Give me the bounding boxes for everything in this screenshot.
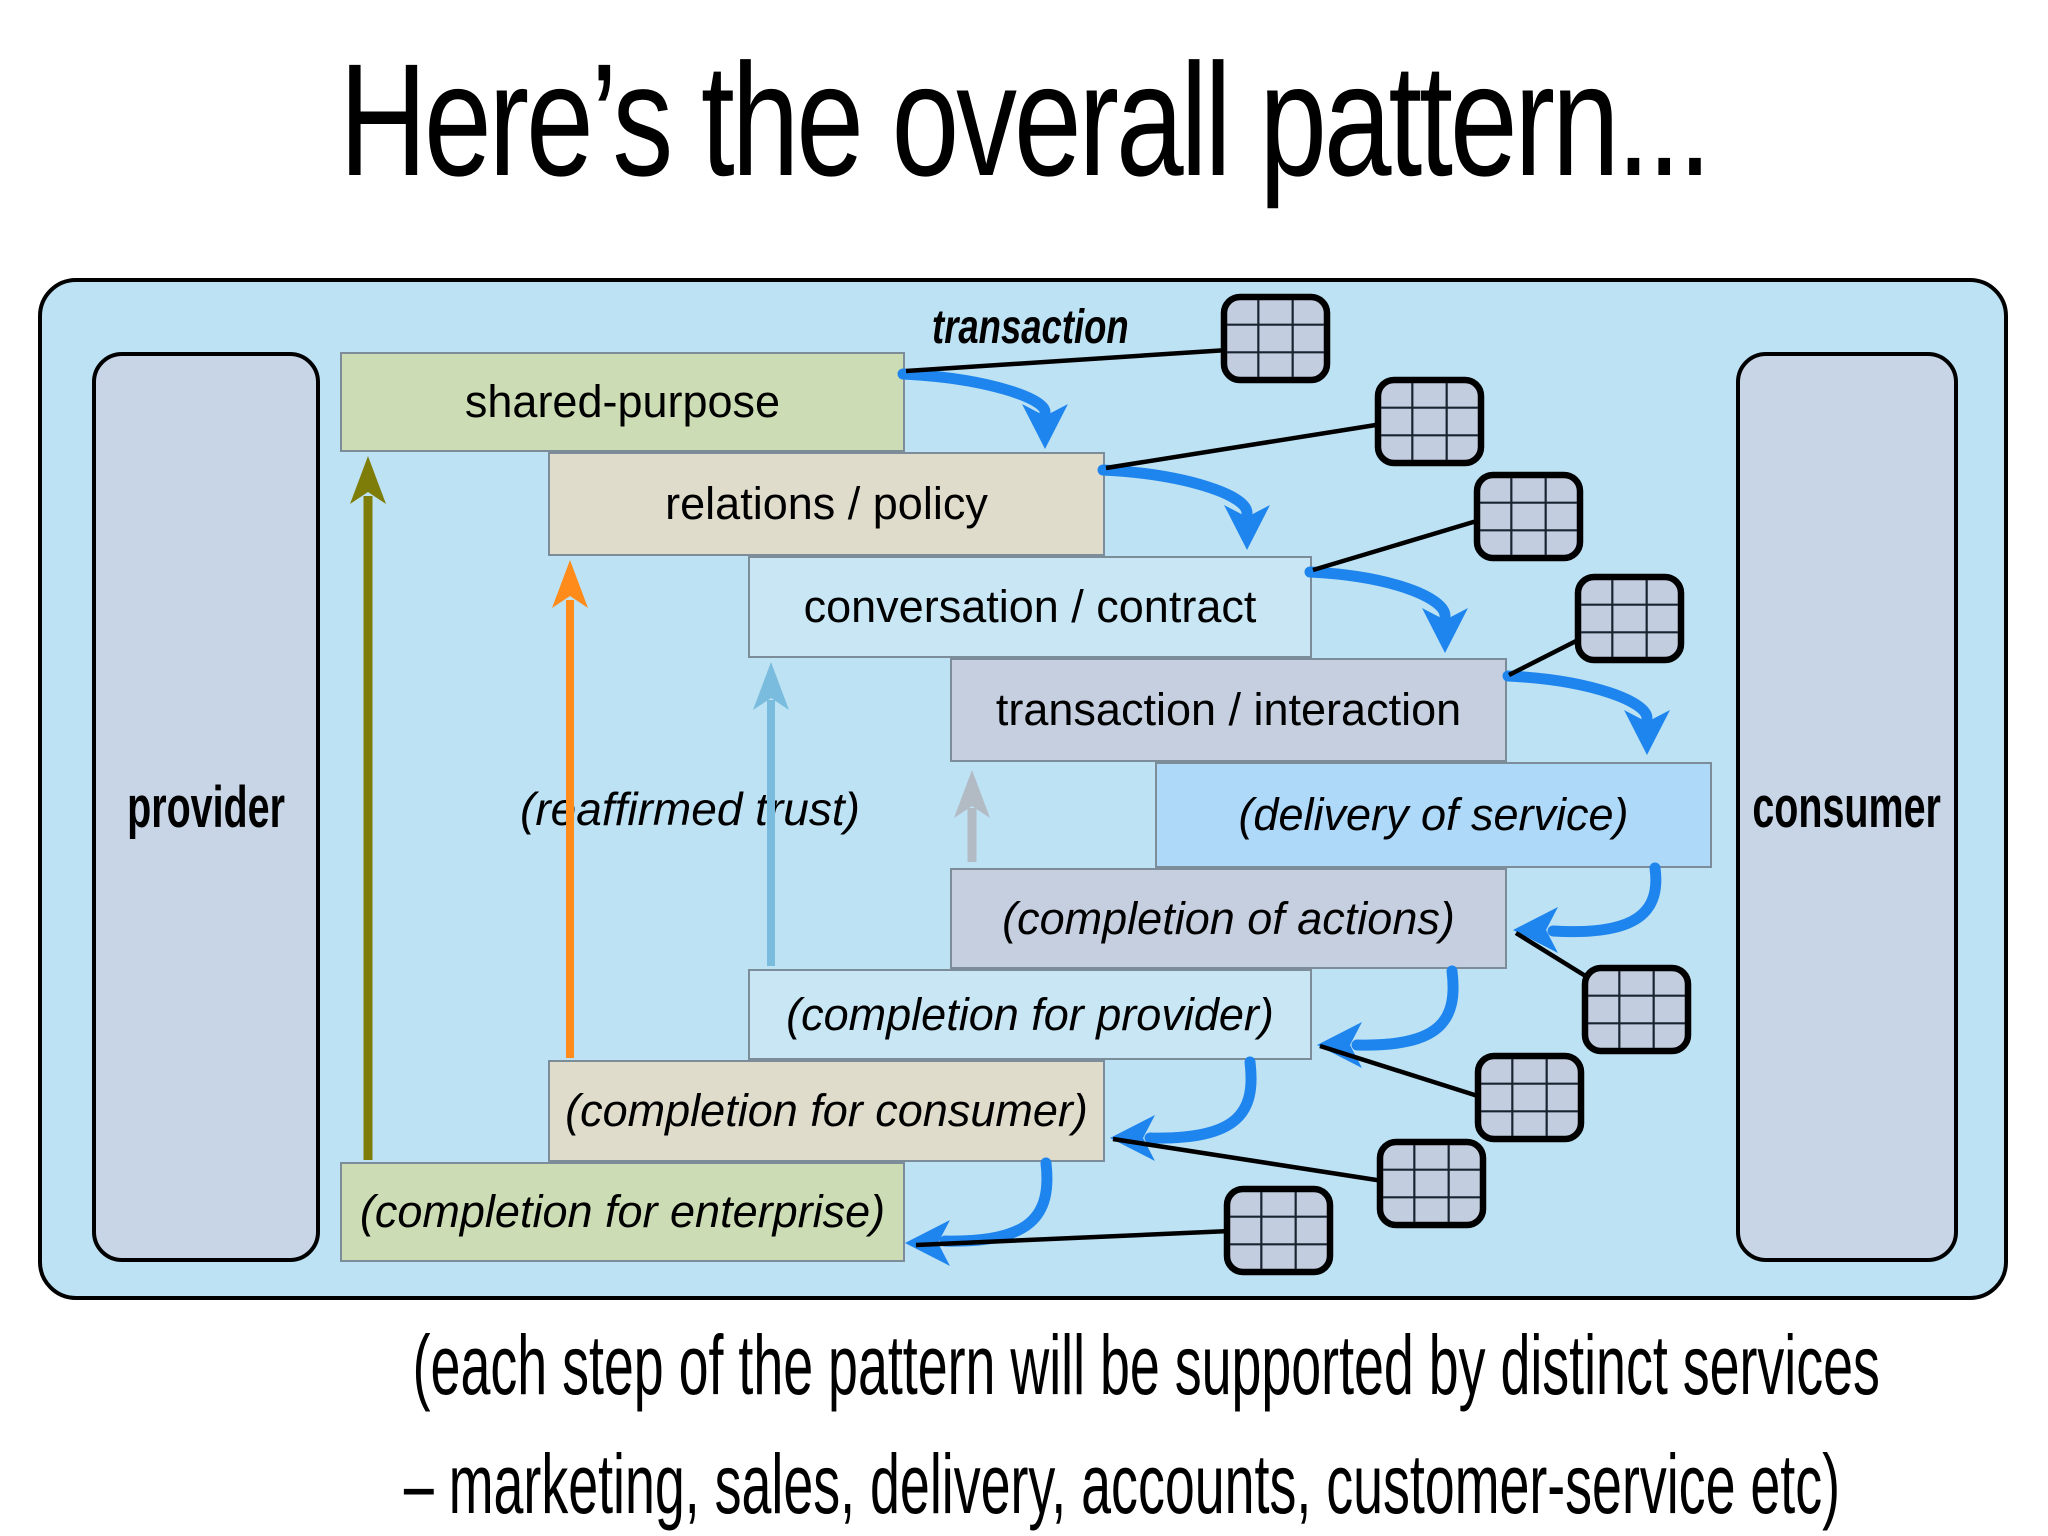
step-label: (completion for consumer): [565, 1085, 1088, 1136]
step-label: conversation / contract: [803, 581, 1257, 632]
step-completion-for-consumer: (completion for consumer): [548, 1060, 1105, 1162]
step-completion-of-actions: (completion of actions): [950, 868, 1507, 969]
caption-line-1: (each step of the pattern will be suppor…: [412, 1318, 1880, 1412]
caption-line-2: – marketing, sales, delivery, accounts, …: [403, 1437, 1841, 1531]
step-conversation-contract: conversation / contract: [748, 556, 1312, 658]
step-label: relations / policy: [665, 478, 988, 529]
page-title-text: Here’s the overall pattern...: [339, 30, 1712, 209]
transaction-label: transaction: [931, 301, 1129, 354]
step-delivery-of-service: (delivery of service): [1155, 762, 1712, 868]
step-label: (completion for enterprise): [359, 1186, 886, 1237]
step-transaction-interaction: transaction / interaction: [950, 658, 1507, 762]
step-relations-policy: relations / policy: [548, 452, 1105, 556]
step-shared-purpose: shared-purpose: [340, 352, 905, 452]
consumer-label: consumer: [1752, 774, 1942, 840]
provider-label: provider: [127, 774, 285, 840]
reaffirmed-trust-label: (reaffirmed trust): [520, 783, 860, 835]
step-completion-for-provider: (completion for provider): [748, 969, 1312, 1060]
step-label: transaction / interaction: [995, 684, 1462, 735]
step-label: shared-purpose: [464, 376, 781, 427]
step-completion-for-enterprise: (completion for enterprise): [340, 1162, 905, 1262]
step-label: (completion for provider): [786, 988, 1274, 1040]
consumer-column: consumer: [1736, 352, 1958, 1262]
step-label: (delivery of service): [1238, 789, 1629, 840]
provider-column: provider: [92, 352, 320, 1262]
step-label: (completion of actions): [1002, 892, 1455, 944]
page-title: Here’s the overall pattern...: [0, 28, 2048, 212]
slide-caption: (each step of the pattern will be suppor…: [0, 1318, 2048, 1536]
